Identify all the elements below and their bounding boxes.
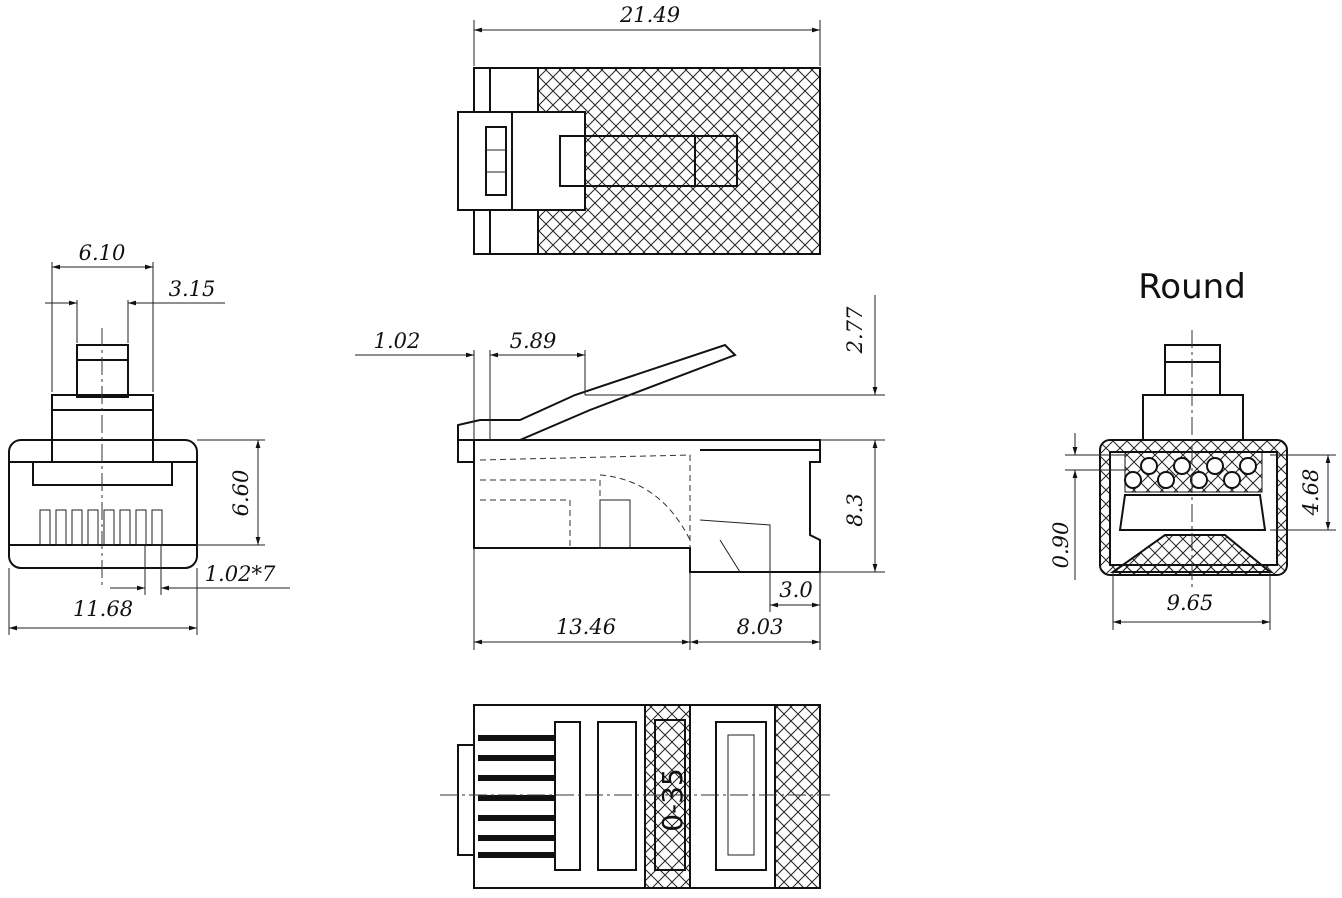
dimension-width: 11.68 <box>73 597 133 621</box>
wire-circles <box>1124 457 1257 489</box>
dimension-nose: 1.02 <box>374 329 421 353</box>
dimension-latch-offset: 5.89 <box>510 329 557 353</box>
dimension-latch-width: 6.10 <box>79 241 126 265</box>
dimension-tab-width: 3.15 <box>169 277 216 301</box>
front-view: 6.10 3.15 6.60 1.02*7 11.68 <box>8 241 290 635</box>
dimension-wire-area-height: 4.68 <box>1299 469 1323 517</box>
part-marking: 0-35 <box>656 768 689 832</box>
dimension-tail: 3.0 <box>779 578 812 602</box>
contacts-bottom <box>478 735 554 858</box>
top-view: 21.49 <box>457 3 821 255</box>
rear-view-title: Round <box>1138 267 1246 307</box>
dimension-latch-rise: 2.77 <box>843 306 867 354</box>
dimension-wire-offset: 0.90 <box>1049 522 1073 569</box>
dimension-height: 6.60 <box>229 470 253 517</box>
contacts <box>39 509 163 546</box>
dimension-overall-length: 21.49 <box>619 3 680 27</box>
dimension-front-length: 13.46 <box>556 615 616 639</box>
dimension-side-height: 8.3 <box>843 493 867 526</box>
dimension-rear-length: 8.03 <box>737 615 784 639</box>
side-view: 1.02 5.89 2.77 8.3 3.0 13.46 8.03 <box>355 295 885 650</box>
dimension-rear-width: 9.65 <box>1167 591 1214 615</box>
bottom-view: 0-35 <box>440 704 830 889</box>
dimension-pitch: 1.02*7 <box>205 562 276 586</box>
rear-view: Round 0.90 4.68 9.65 <box>1049 267 1336 630</box>
